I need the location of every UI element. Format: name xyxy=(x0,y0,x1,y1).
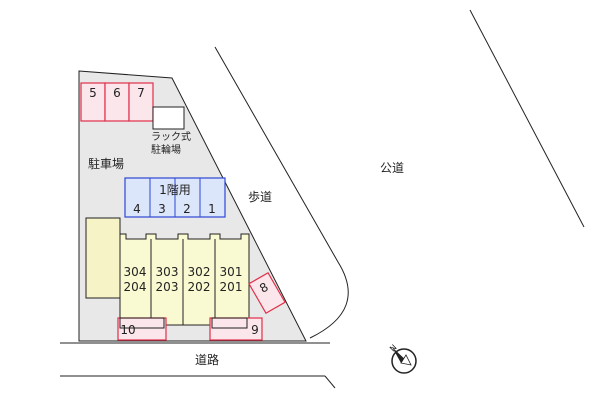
parking-space-5 xyxy=(80,82,106,122)
parking-space-10-inner xyxy=(119,317,165,329)
annex-building xyxy=(85,217,121,299)
unit-lower-label: 203 xyxy=(156,280,179,294)
public-road-label: 公道 xyxy=(380,161,404,175)
motorbike-space-1: 1 xyxy=(208,202,216,216)
parking-space-7 xyxy=(128,82,154,122)
unit-lower-label: 202 xyxy=(188,280,211,294)
unit-302-202: 302 202 xyxy=(188,265,211,294)
parking-space-5-label: 5 xyxy=(89,86,97,100)
unit-upper-label: 303 xyxy=(156,265,179,279)
bike-parking-label-2: 駐輪場 xyxy=(151,143,181,156)
motorbike-area-label: 1階用 xyxy=(159,182,191,197)
unit-upper-label: 302 xyxy=(188,265,211,279)
north-arrow-tail xyxy=(400,354,412,366)
parking-space-8 xyxy=(248,271,286,315)
parking-space-6-label: 6 xyxy=(113,86,121,100)
parking-space-6 xyxy=(104,82,130,122)
unit-304-204: 304 204 xyxy=(124,265,147,294)
unit-lower-label: 204 xyxy=(124,280,147,294)
parking-space-8-group: 8 xyxy=(248,271,286,315)
sidewalk-label: 歩道 xyxy=(248,189,272,204)
motorbike-space-2: 2 xyxy=(183,202,191,216)
parking-space-7-label: 7 xyxy=(137,86,145,100)
parking-space-10-label: 10 xyxy=(120,323,135,337)
unit-upper-label: 304 xyxy=(124,265,147,279)
bike-rack xyxy=(152,106,185,130)
north-arrow-icon: N xyxy=(388,343,417,374)
bike-parking-label-1: ラック式 xyxy=(151,130,191,143)
parking-lot-label: 駐車場 xyxy=(88,156,124,171)
motorbike-space-3: 3 xyxy=(158,202,166,216)
road-edge-corner xyxy=(324,375,336,389)
apartment-building xyxy=(119,233,250,326)
road-label: 道路 xyxy=(195,352,219,367)
unit-upper-label: 301 xyxy=(220,265,243,279)
sidewalk-boundary xyxy=(214,46,349,339)
parking-space-9-inner xyxy=(211,317,248,329)
unit-301-201: 301 201 xyxy=(220,265,243,294)
motorbike-area: 1階用 4 3 2 1 xyxy=(124,177,226,218)
north-arrow-label: N xyxy=(388,343,399,354)
public-road-edge xyxy=(469,9,585,228)
unit-lower-label: 201 xyxy=(220,280,243,294)
unit-303-203: 303 203 xyxy=(156,265,179,294)
parking-space-9-label: 9 xyxy=(251,323,259,337)
motorbike-space-4: 4 xyxy=(133,202,141,216)
parking-top-group: 5 6 7 xyxy=(80,82,154,122)
